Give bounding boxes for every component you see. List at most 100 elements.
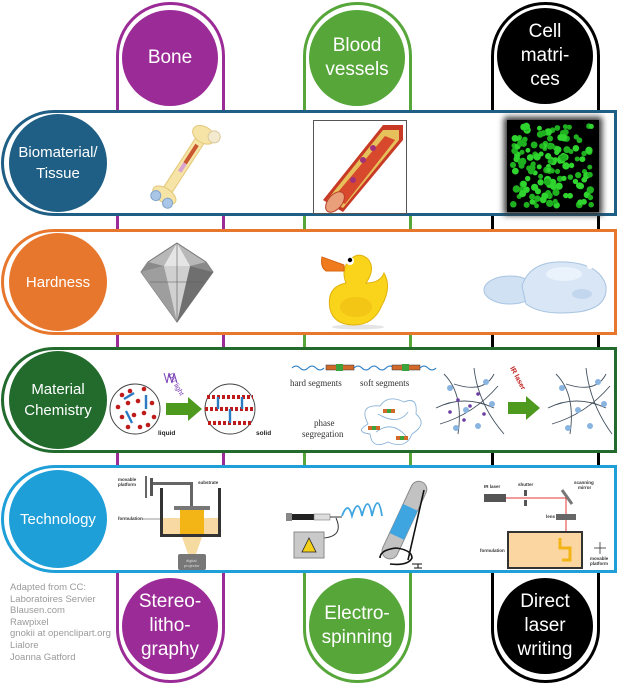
cell-dot — [554, 168, 561, 174]
phase-segregation-label-1: phase — [314, 418, 335, 428]
sla-movable-platform-label-2: platform — [118, 482, 136, 487]
cell-dot — [576, 137, 583, 144]
cell-dot — [568, 162, 575, 169]
cell-dot — [588, 123, 594, 129]
cell-dot — [563, 146, 571, 154]
column-cell-bottom-tube — [491, 565, 600, 683]
sla-formulation-label: formulation — [118, 516, 143, 521]
cell-dot — [534, 203, 539, 209]
cell-dot — [555, 182, 563, 190]
column-connector-line — [491, 334, 494, 348]
dlw-scanning-mirror-label-1: scanning — [574, 480, 594, 485]
row-biomaterial-tissue: Biomaterial/ Tissue — [1, 110, 617, 216]
column-cell-top-tube — [491, 2, 600, 122]
hard-segments-label: hard segments — [290, 378, 342, 388]
cell-dot — [545, 153, 552, 160]
column-blood-bottom-tube — [303, 565, 412, 683]
column-header-cell-matrices: Cell matri- ces — [497, 8, 593, 104]
cell-dot — [534, 195, 541, 202]
cell-dot — [576, 182, 584, 190]
cell-dot — [562, 162, 570, 170]
cell-dot — [539, 143, 545, 149]
electrospinning-setup-diagram — [286, 480, 428, 569]
column-connector-line — [597, 215, 600, 230]
column-connector-line — [597, 334, 600, 348]
cell-dot — [546, 167, 551, 173]
cell-dot — [561, 175, 567, 182]
column-connector-line — [491, 452, 494, 466]
cell-dot — [520, 180, 527, 188]
row-hardness: Hardness — [1, 229, 617, 335]
cell-dot — [587, 164, 593, 170]
cell-dot — [581, 176, 588, 183]
column-connector-line — [303, 215, 306, 230]
row-label-material-chemistry: Material Chemistry — [9, 351, 107, 449]
cell-dot — [526, 154, 534, 161]
cell-dot — [562, 124, 568, 130]
sla-movable-platform-label-1: movable — [118, 477, 137, 482]
sla-projector-label-1: digital — [186, 558, 197, 563]
cell-dot — [533, 153, 541, 161]
cell-dot — [525, 147, 531, 153]
column-connector-line — [222, 452, 225, 466]
cell-dot — [567, 192, 573, 199]
column-connector-line — [222, 215, 225, 230]
cell-dot — [581, 150, 587, 157]
dlw-movable-platform-label-2: platform — [590, 561, 608, 566]
cell-dot — [554, 146, 562, 154]
column-connector-line — [116, 452, 119, 466]
dlw-movable-platform-label-1: movable — [590, 556, 609, 561]
cell-dot — [520, 123, 528, 131]
sla-projector-label-2: projector — [184, 563, 200, 568]
dlw-shutter-label: shutter — [518, 482, 534, 487]
cell-dot — [517, 139, 525, 147]
column-blood-top-tube — [303, 2, 412, 122]
cell-dot — [572, 144, 580, 152]
femur-bone-image — [150, 124, 221, 209]
dlw-formulation-label: formulation — [480, 548, 505, 553]
cell-dot — [577, 199, 584, 206]
diamond-image — [140, 242, 214, 323]
column-connector-line — [597, 452, 600, 466]
column-footer-stereolithography: Stereo- litho- graphy — [122, 578, 218, 674]
column-bone-bottom-tube — [116, 565, 225, 683]
cell-dot — [536, 125, 542, 131]
cell-dot — [575, 171, 582, 179]
liquid-label: liquid — [158, 430, 175, 437]
column-connector-line — [116, 215, 119, 230]
cell-dot — [519, 149, 525, 155]
column-footer-electrospinning: Electro- spinning — [309, 578, 405, 674]
column-connector-line — [303, 452, 306, 466]
cell-dot — [579, 156, 586, 163]
hydrogel-image — [483, 261, 607, 314]
cell-dot — [510, 201, 517, 208]
cell-dot — [536, 131, 544, 138]
blood-vessel-image — [313, 120, 407, 214]
cell-dot — [527, 167, 535, 175]
cell-dot — [522, 136, 528, 143]
column-footer-direct-laser-writing: Direct laser writing — [497, 578, 593, 674]
soft-segments-label: soft segments — [360, 378, 410, 388]
column-header-blood-vessels: Blood vessels — [309, 10, 405, 106]
hydrogel-network-diagram: IR laser — [435, 366, 613, 435]
cell-dot — [586, 186, 594, 194]
ir-laser-label: IR laser — [508, 366, 526, 392]
cell-dot — [543, 178, 551, 186]
cell-dot — [572, 178, 579, 185]
row-technology: Technology movable platform substrate fo… — [1, 465, 617, 573]
column-connector-line — [409, 215, 412, 230]
row-label-technology: Technology — [9, 470, 107, 568]
cell-dot — [552, 188, 560, 197]
cell-dot — [587, 171, 593, 178]
cell-dot — [517, 158, 525, 166]
stereolithography-setup-diagram: movable platform substrate formulation d… — [118, 476, 221, 570]
phase-segregation-label-2: segregation — [302, 429, 344, 439]
polyurethane-segments-diagram: hard segments soft segments phase segreg… — [290, 364, 437, 446]
cell-dot — [512, 185, 521, 193]
column-connector-line — [116, 334, 119, 348]
cell-dot — [552, 198, 558, 204]
cell-dot — [556, 175, 564, 182]
cell-dot — [541, 192, 549, 200]
cell-dot — [538, 173, 544, 179]
cell-matrix-image — [507, 120, 599, 212]
